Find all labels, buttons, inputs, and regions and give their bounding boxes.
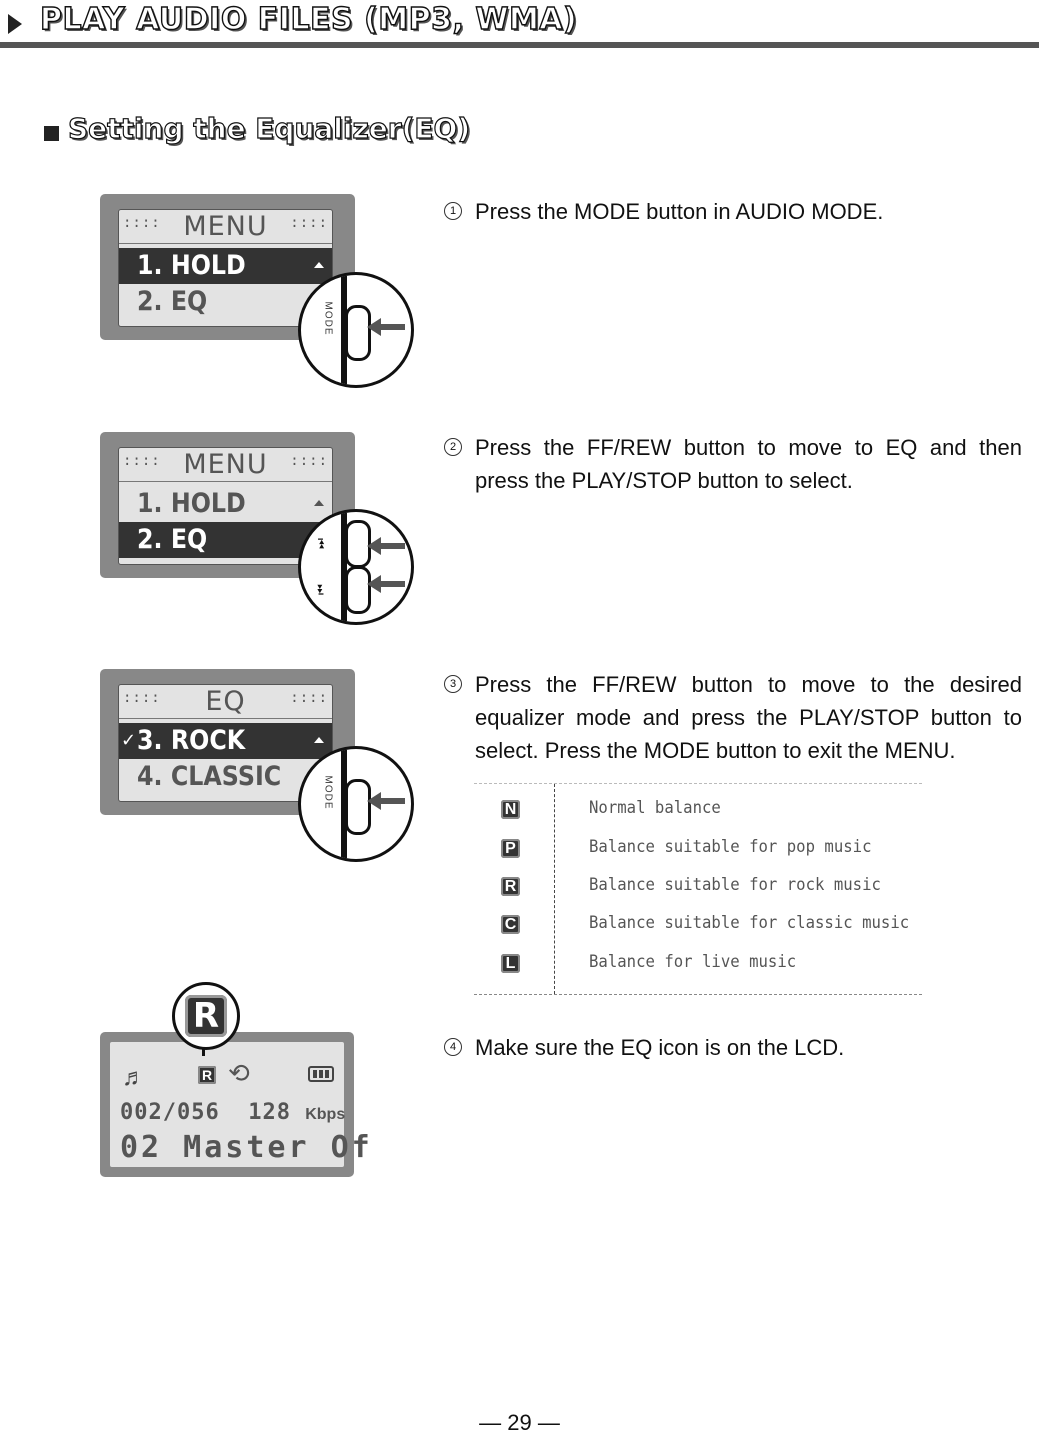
- lcd-dots: ::::: [290, 215, 328, 231]
- eq-rock-indicator-icon: R: [198, 1066, 216, 1084]
- eq-mode-desc: Balance for live music: [589, 952, 797, 972]
- step-text: Press the FF/REW button to move to EQ an…: [475, 435, 1022, 493]
- ff-rew-button-zoom: ⏮ ⏭: [298, 509, 414, 625]
- lcd-device-step1: :::: MENU :::: 1. HOLD 2. EQ: [100, 194, 355, 340]
- lcd-screen: :::: MENU :::: 1. HOLD 2. EQ: [118, 447, 333, 565]
- step-number: 3: [444, 675, 462, 693]
- lcd-row-selected: ✓ 3. ROCK: [119, 723, 332, 759]
- lcd-row-label: 1. HOLD: [137, 250, 246, 281]
- press-arrow-icon: [367, 792, 405, 810]
- up-arrow-icon: [314, 262, 324, 268]
- lcd-title: MENU: [183, 449, 268, 480]
- eq-mode-row: N Normal balance: [474, 798, 922, 828]
- mode-button-zoom: MODE: [298, 272, 414, 388]
- track-info: 002/056 128 Kbps: [120, 1100, 345, 1125]
- mode-button-zoom: MODE: [298, 746, 414, 862]
- lcd-dots: ::::: [290, 453, 328, 469]
- eq-mode-table: N Normal balance P Balance suitable for …: [474, 783, 922, 995]
- bitrate-unit: Kbps: [305, 1106, 346, 1123]
- button-label: MODE: [322, 775, 334, 810]
- step-number: 1: [444, 202, 462, 220]
- eq-mode-row: P Balance suitable for pop music: [474, 837, 922, 867]
- lcd-dots: ::::: [123, 453, 161, 469]
- lcd-row: 1. HOLD: [119, 486, 332, 522]
- eq-classic-icon: C: [501, 915, 520, 934]
- lcd-title: MENU: [183, 211, 268, 242]
- device-edge: [341, 275, 347, 385]
- lcd-row-label: 4. CLASSIC: [137, 761, 282, 792]
- eq-mode-row: C Balance suitable for classic music: [474, 913, 922, 943]
- eq-mode-desc: Balance suitable for pop music: [589, 837, 872, 857]
- lcd-row-label: 2. EQ: [137, 524, 208, 555]
- lcd-row-label: 1. HOLD: [137, 488, 246, 519]
- track-counter: 002/056: [120, 1100, 220, 1125]
- lcd-row-label: 2. EQ: [137, 286, 208, 317]
- lcd-device-step4: ♬ R ⟲ 002/056 128 Kbps 02 Master Of: [100, 1032, 370, 1177]
- step-text: Press the MODE button in AUDIO MODE.: [475, 199, 884, 224]
- step-text: Press the FF/REW button to move to the d…: [475, 672, 1022, 763]
- press-arrow-icon: [367, 575, 405, 593]
- eq-pop-icon: P: [501, 839, 520, 858]
- step-text: Make sure the EQ icon is on the LCD.: [475, 1035, 845, 1060]
- lcd-dots: ::::: [290, 690, 328, 706]
- header-rule: [0, 42, 1039, 48]
- device-edge: [341, 512, 347, 622]
- lcd-row: 4. CLASSIC: [119, 759, 332, 795]
- repeat-icon: ⟲: [228, 1058, 250, 1088]
- step-number: 2: [444, 438, 462, 456]
- lcd-row-label: 3. ROCK: [137, 725, 246, 756]
- press-arrow-icon: [367, 537, 405, 555]
- fast-forward-icon: ⏭: [313, 584, 328, 595]
- page-number: — 29 —: [479, 1410, 560, 1435]
- header-triangle-icon: [8, 14, 22, 34]
- lcd-header: :::: EQ ::::: [119, 685, 332, 719]
- eq-mode-desc: Balance suitable for classic music: [589, 913, 910, 933]
- up-arrow-icon: [314, 737, 324, 743]
- music-note-icon: ♬: [122, 1064, 146, 1091]
- button-label: MODE: [322, 301, 334, 336]
- eq-callout-badge: R: [172, 982, 240, 1050]
- lcd-row: 2. EQ: [119, 284, 332, 320]
- lcd-header: :::: MENU ::::: [119, 210, 332, 244]
- section-bullet-icon: [44, 126, 59, 141]
- eq-mode-row: R Balance suitable for rock music: [474, 875, 922, 905]
- lcd-screen: :::: EQ :::: ✓ 3. ROCK 4. CLASSIC: [118, 684, 333, 802]
- eq-live-icon: L: [501, 954, 520, 973]
- battery-icon: [308, 1066, 334, 1082]
- section-title: Setting the Equalizer(EQ): [67, 111, 471, 145]
- bitrate: 128: [248, 1100, 291, 1125]
- page-title: PLAY AUDIO FILES (MP3, WMA): [39, 1, 578, 37]
- eq-rock-callout-icon: R: [185, 995, 227, 1037]
- lcd-row-selected: 2. EQ: [119, 522, 332, 558]
- lcd-device-step2: :::: MENU :::: 1. HOLD 2. EQ: [100, 432, 355, 578]
- eq-mode-desc: Balance suitable for rock music: [589, 875, 881, 895]
- eq-mode-row: L Balance for live music: [474, 952, 922, 982]
- rewind-icon: ⏮: [313, 538, 328, 549]
- lcd-screen: :::: MENU :::: 1. HOLD 2. EQ: [118, 209, 333, 327]
- song-title: 02 Master Of: [120, 1130, 373, 1165]
- lcd-dots: ::::: [123, 215, 161, 231]
- up-arrow-icon: [314, 500, 324, 506]
- lcd-header: :::: MENU ::::: [119, 448, 332, 482]
- playback-screen: ♬ R ⟲ 002/056 128 Kbps 02 Master Of: [110, 1042, 370, 1167]
- press-arrow-icon: [367, 318, 405, 336]
- table-divider: [554, 784, 555, 994]
- lcd-row-selected: 1. HOLD: [119, 248, 332, 284]
- lcd-device-step3: :::: EQ :::: ✓ 3. ROCK 4. CLASSIC: [100, 669, 355, 815]
- callout-stem: [202, 1044, 205, 1056]
- eq-normal-icon: N: [501, 800, 520, 819]
- check-icon: ✓: [121, 730, 137, 751]
- eq-rock-icon: R: [501, 877, 520, 896]
- lcd-dots: ::::: [123, 690, 161, 706]
- eq-mode-desc: Normal balance: [589, 798, 721, 818]
- lcd-title: EQ: [205, 686, 246, 717]
- step-number: 4: [444, 1038, 462, 1056]
- device-edge: [341, 749, 347, 859]
